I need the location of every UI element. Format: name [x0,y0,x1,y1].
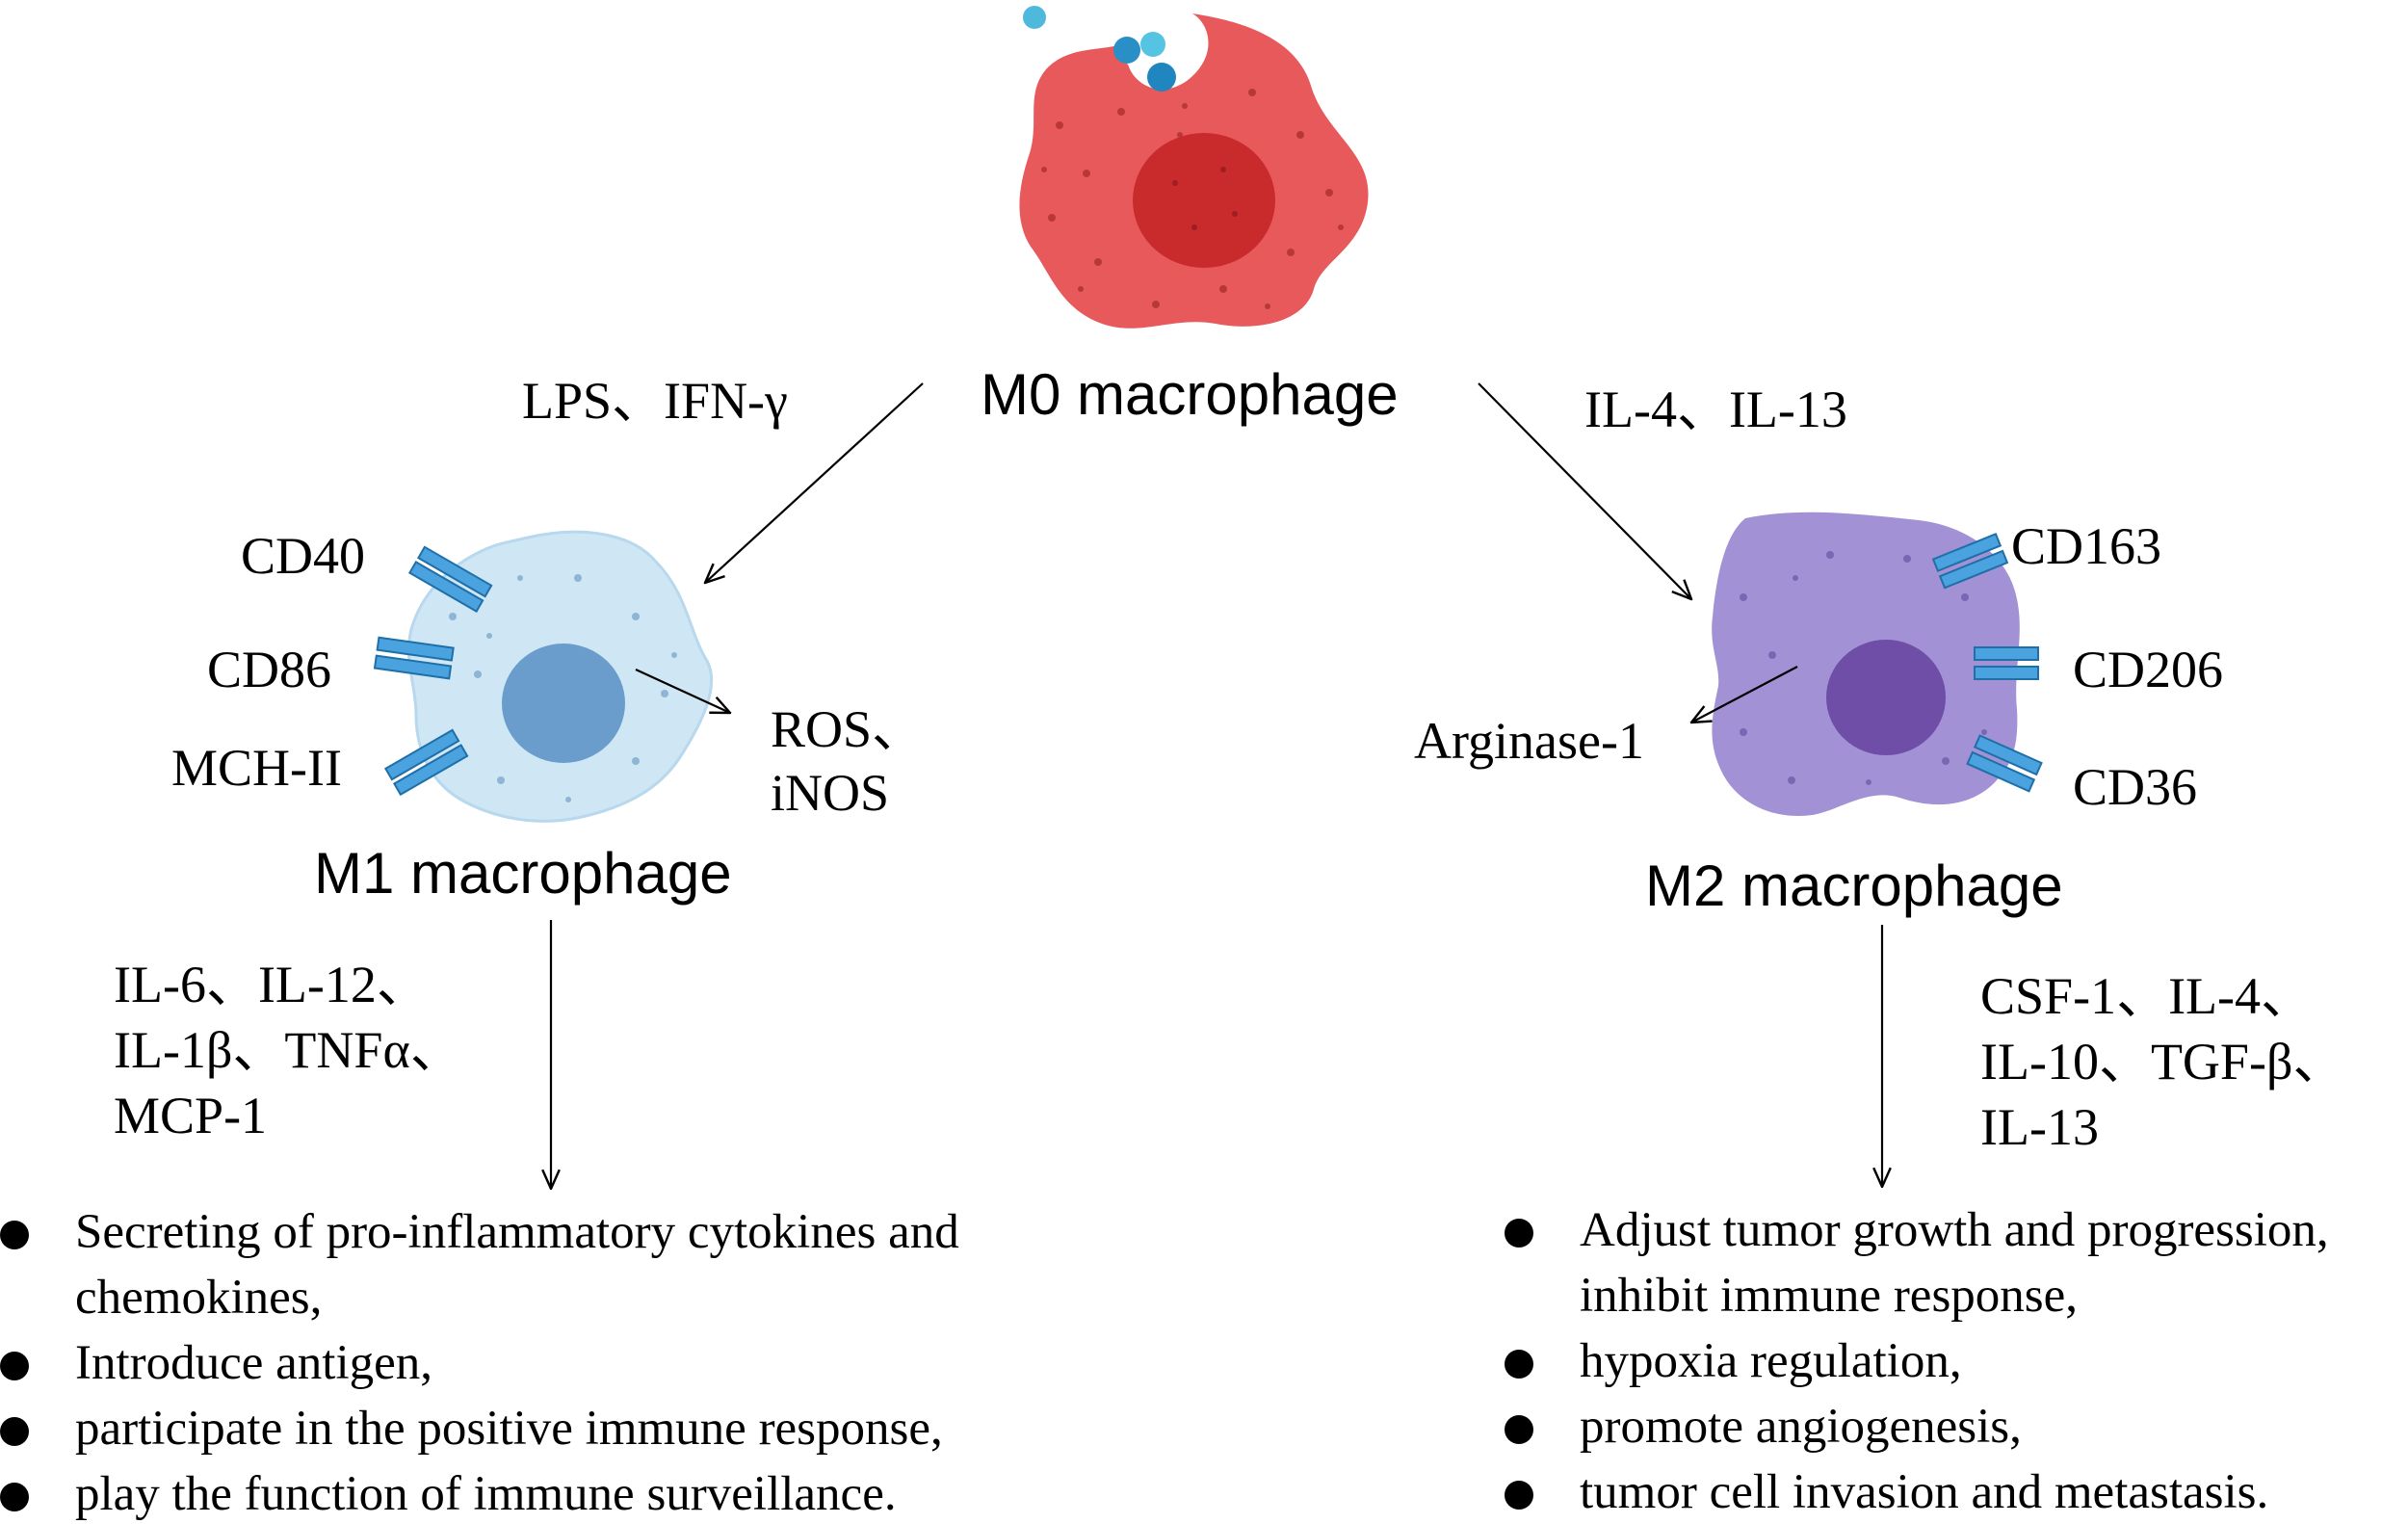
arrow-m0-to-m1 [705,382,924,583]
bullet-dot [1505,1219,1533,1248]
bullet-dot [1505,1350,1533,1379]
list-item: participate in the positive immune respo… [0,1396,959,1461]
m2-macrophage-cell [1712,512,2043,816]
arrow-m0-to-m2 [1478,382,1691,599]
list-item: play the function of immune surveillance… [0,1461,959,1524]
bullet-dot [0,1221,29,1249]
m0-title: M0 macrophage [981,362,1399,427]
list-item: tumor cell invasion and metastasis. [1505,1459,2329,1524]
m2-receptor-cd163 [1931,533,2009,590]
m2-cytokine-line: IL-10、TGF-β、 [1980,1033,2345,1090]
m2-receptor-cd206 [1974,646,2039,680]
m2-marker-cd163: CD163 [2011,517,2162,575]
m2-cytokine-line: IL-13 [1980,1098,2099,1156]
m1-cytokines: IL-6、IL-12、 IL-1β、TNFα、 MCP-1 [114,952,462,1148]
bullet-dot [0,1352,29,1380]
bullet-dot [1505,1415,1533,1444]
m1-marker-mch-ii: MCH-II [171,739,342,797]
m1-receptor-cd86 [373,636,455,680]
m2-receptor-cd36 [1966,734,2043,793]
m1-cytoplasm-granules [441,574,677,802]
m1-cytokine-line: IL-1β、TNFα、 [114,1021,462,1079]
m2-nucleus [1826,640,1946,755]
m0-nucleus [1133,133,1275,268]
m1-stimuli-label: LPS、IFN-γ [522,372,788,430]
list-item: hypoxia regulation, [1505,1328,2329,1394]
m2-product-arginase: Arginase-1 [1414,712,1644,770]
m1-nucleus [502,644,625,763]
m1-product-ros: ROS、 [771,700,925,758]
m1-cytokine-line: IL-6、IL-12、 [114,956,429,1013]
m2-cytoplasm-granules [1740,551,1987,785]
list-item: promote angiogenesis, [1505,1394,2329,1459]
m2-stimuli-label: IL-4、IL-13 [1584,381,1847,438]
m1-marker-cd86: CD86 [207,641,332,698]
m1-receptor-cd40 [407,545,493,614]
m1-cytokine-line: MCP-1 [114,1087,268,1144]
m0-cytoplasm-granules [1041,89,1344,309]
m1-marker-cd40: CD40 [241,527,366,585]
m2-function-list: Adjust tumor growth and progression, inh… [1505,1197,2329,1524]
list-item: Introduce antigen, [0,1330,959,1396]
m1-function-list: Secreting of pro-inflammatory cytokines … [0,1199,959,1524]
arrow-m1-to-products [635,669,730,713]
bullet-dot [1505,1481,1533,1510]
m2-cytokine-line: CSF-1、IL-4、 [1980,967,2314,1025]
m1-macrophage-cell [373,530,714,823]
list-item: Adjust tumor growth and progression, inh… [1505,1197,2329,1328]
list-item: Secreting of pro-inflammatory cytokines … [0,1199,959,1330]
m1-product-inos: iNOS [771,764,890,822]
m2-title: M2 macrophage [1645,854,2063,918]
m2-marker-cd36: CD36 [2073,758,2198,816]
m2-marker-cd206: CD206 [2073,641,2224,698]
m1-title: M1 macrophage [314,841,732,906]
m0-engulfed-particles [1023,6,1176,92]
m0-macrophage-cell [1019,6,1369,328]
m2-cytokines: CSF-1、IL-4、 IL-10、TGF-β、 IL-13 [1980,963,2344,1160]
arrow-m2-to-arginase [1691,666,1798,723]
bullet-dot [0,1417,29,1446]
m1-receptor-mch-ii [383,728,469,797]
bullet-dot [0,1483,29,1511]
